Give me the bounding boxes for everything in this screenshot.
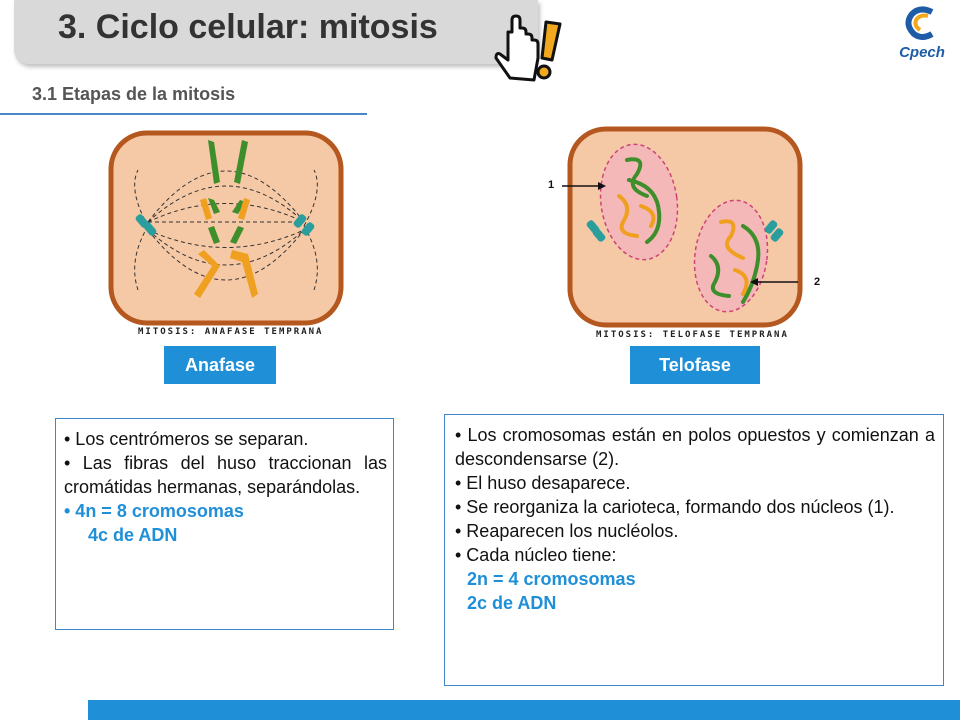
title-bar: 3. Ciclo celular: mitosis (14, 0, 538, 64)
pointing-hand-icon (494, 14, 562, 82)
anafase-cell-illustration (108, 130, 344, 326)
marker-2: 2 (814, 276, 821, 288)
anafase-point-1: • Los centrómeros se separan. (64, 429, 309, 449)
telofase-point-2: • El huso desaparece. (455, 473, 631, 493)
telofase-info-box: • Los cromosomas están en polos opuestos… (444, 414, 944, 686)
page-title: 3. Ciclo celular: mitosis (58, 8, 438, 46)
telofase-caption: MITOSIS: TELOFASE TEMPRANA (596, 330, 789, 340)
section-subtitle: 3.1 Etapas de la mitosis (32, 84, 236, 104)
telofase-chromosomes: 2n = 4 cromosomas (467, 569, 636, 589)
anafase-dna: 4c de ADN (88, 525, 178, 545)
telofase-point-5: • Cada núcleo tiene: (455, 545, 617, 565)
telofase-point-4: • Reaparecen los nucléolos. (455, 521, 679, 541)
telofase-dna: 2c de ADN (467, 593, 557, 613)
telofase-label: Telofase (630, 346, 760, 384)
anafase-label: Anafase (164, 346, 276, 384)
anafase-chromosomes: • 4n = 8 cromosomas (64, 501, 244, 521)
logo-text: Cpech (899, 44, 945, 61)
marker-1: 1 (548, 179, 555, 191)
anafase-info-box: • Los centrómeros se separan. • Las fibr… (55, 418, 394, 630)
telofase-point-3: • Se reorganiza la carioteca, formando d… (455, 497, 895, 517)
telofase-pointer-arrows (562, 182, 798, 286)
cpech-logo: Cpech (892, 6, 952, 66)
anafase-caption: MITOSIS: ANAFASE TEMPRANA (138, 327, 324, 337)
bottom-accent-bar (88, 700, 960, 720)
anafase-point-2: • Las fibras del huso traccionan las cro… (64, 453, 387, 497)
subtitle-divider (0, 113, 367, 115)
logo-mark-icon (905, 6, 934, 40)
telofase-cell-illustration (567, 126, 803, 328)
telofase-point-1: • Los cromosomas están en polos opuestos… (455, 425, 935, 469)
